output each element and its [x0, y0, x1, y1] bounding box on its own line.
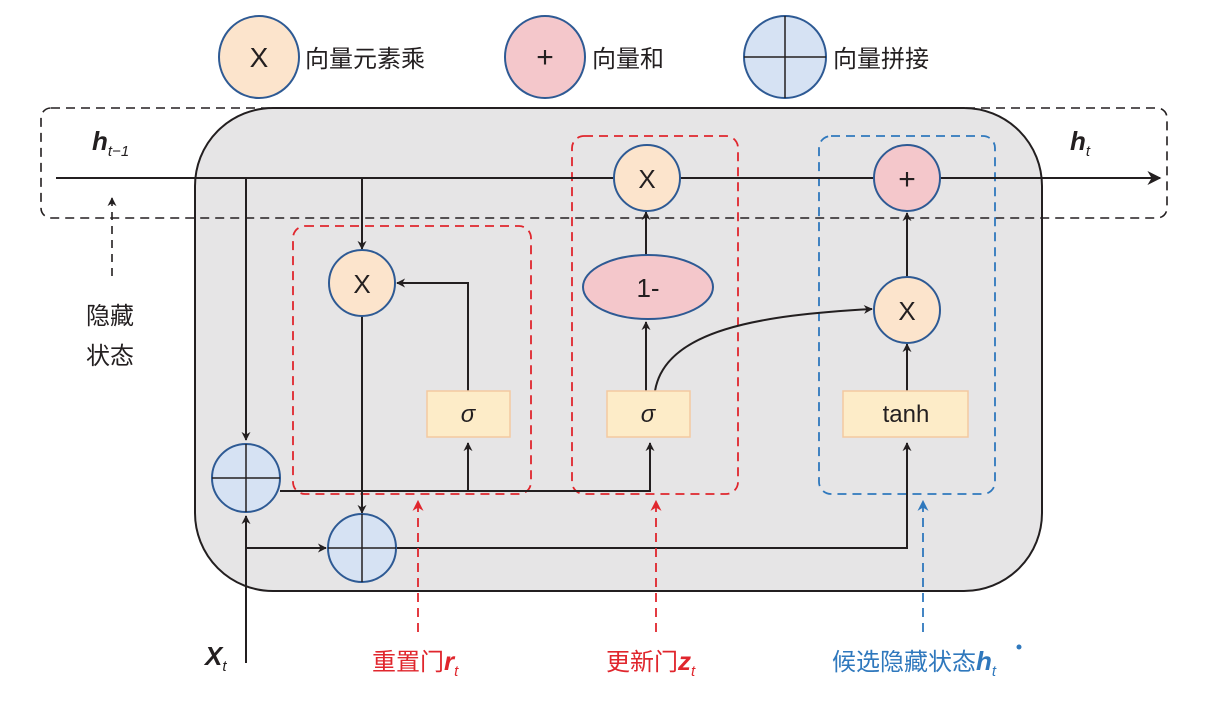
tanh-box: tanh	[842, 390, 969, 438]
svg-text:+: +	[898, 163, 916, 196]
one-minus-node: 1-	[582, 254, 714, 320]
hidden-state-label-line1: 隐藏	[86, 302, 134, 330]
svg-text:σ: σ	[461, 401, 477, 428]
legend-item-add: + 向量和	[504, 15, 664, 99]
svg-text:σ: σ	[641, 401, 657, 428]
reset-multiply-node: X	[328, 249, 396, 317]
reset-gate-box	[292, 225, 532, 495]
hidden-state-label-line2: 状态	[86, 342, 134, 370]
candidate-multiply-node: X	[873, 276, 941, 344]
svg-text:X: X	[898, 296, 915, 326]
add-icon	[504, 15, 586, 99]
svg-text:tanh: tanh	[883, 401, 930, 428]
legend-label-multiply: 向量元素乘	[305, 45, 425, 73]
connections	[56, 171, 1162, 663]
reset-sigma-to-mul	[396, 278, 469, 391]
concat2-to-tanh	[396, 442, 912, 549]
update-gate-box	[571, 135, 739, 495]
svg-text:X: X	[353, 269, 370, 299]
concat1-to-gates	[280, 442, 655, 492]
concat-node-1	[211, 443, 281, 513]
h-prev-label: ht−1	[92, 126, 129, 160]
legend-label-concat: 向量拼接	[833, 45, 929, 73]
h-curr-label: ht	[1070, 126, 1091, 160]
reset-gate-label: 重置门rt	[372, 646, 459, 680]
add-symbol: +	[536, 41, 554, 74]
update-gate-label: 更新门zt	[606, 646, 696, 680]
x-input-label: Xt	[203, 641, 227, 675]
reset-sigma-box: σ	[426, 390, 511, 438]
legend-item-multiply: X 向量元素乘	[218, 15, 425, 99]
update-sigma-box: σ	[606, 390, 691, 438]
svg-text:1-: 1-	[636, 273, 659, 303]
candidate-label: 候选隐藏状态ht	[832, 646, 997, 680]
gru-cell	[194, 107, 1043, 592]
update-multiply-node: X	[613, 144, 681, 212]
candidate-dot-accent	[1016, 644, 1022, 650]
concat-icon	[743, 15, 827, 99]
legend-label-add: 向量和	[592, 45, 664, 73]
update-sigma-to-cand-mul	[654, 304, 873, 392]
concat-node-2	[327, 513, 397, 583]
multiply-icon	[218, 15, 300, 99]
multiply-symbol: X	[250, 42, 269, 73]
svg-text:X: X	[638, 164, 655, 194]
candidate-box	[818, 135, 996, 495]
add-node: +	[873, 144, 941, 212]
hidden-state-band	[40, 107, 1168, 219]
legend: X 向量元素乘 + 向量和 向量拼接	[218, 15, 929, 99]
legend-item-concat: 向量拼接	[743, 15, 929, 99]
